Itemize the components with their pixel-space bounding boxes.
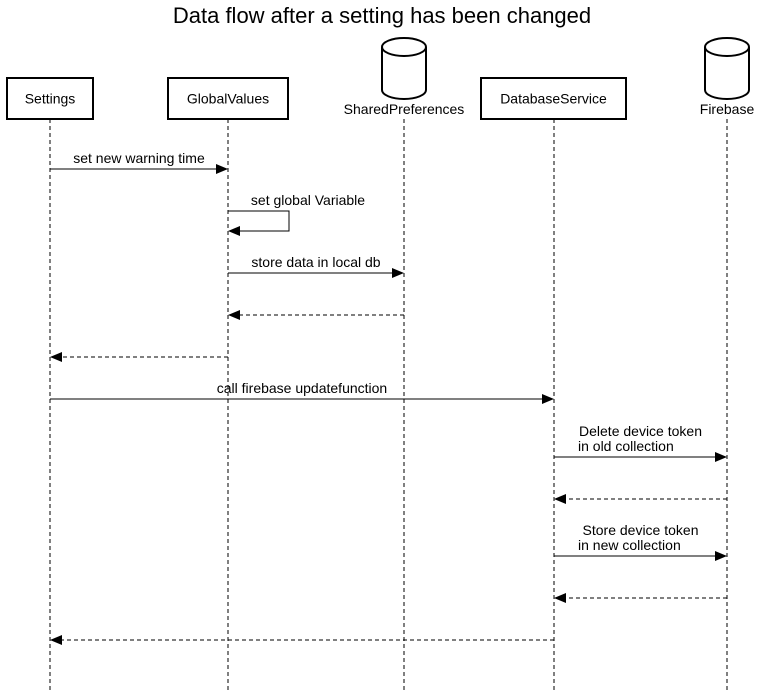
message-label: in old collection — [578, 438, 674, 454]
message-1: set new warning time — [50, 150, 228, 174]
diagram-title: Data flow after a setting has been chang… — [173, 3, 591, 28]
message-label: Store device token — [583, 522, 699, 538]
messages: set new warning time set global Variable s… — [50, 150, 727, 645]
participant-label: Settings — [25, 91, 76, 107]
participant-sharedprefs: SharedPreferences — [344, 37, 465, 117]
participant-box — [480, 77, 627, 120]
self-message-arrow — [228, 210, 290, 236]
lifelines — [49, 119, 728, 693]
message-2: set global Variable — [228, 192, 365, 236]
participant-label: DatabaseService — [500, 91, 607, 107]
message-3: store data in local db — [228, 254, 404, 278]
participant-box — [6, 77, 94, 120]
message-label: set global Variable — [251, 192, 365, 208]
database-icon — [381, 37, 427, 100]
message-label: store data in local db — [251, 254, 380, 270]
database-icon — [704, 37, 750, 100]
message-label: in new collection — [578, 537, 681, 553]
participant-box — [167, 77, 289, 120]
participant-firebase: Firebase — [700, 37, 755, 117]
participant-label: SharedPreferences — [344, 101, 465, 117]
participant-dbservice: DatabaseService — [480, 77, 627, 120]
message-label: call firebase updatefunction — [217, 380, 387, 396]
participant-label: GlobalValues — [187, 91, 269, 107]
participant-label: Firebase — [700, 101, 755, 117]
participant-globalvalues: GlobalValues — [167, 77, 289, 120]
message-6: call firebase updatefunction — [50, 380, 554, 404]
message-label: set new warning time — [73, 150, 205, 166]
message-label: Delete device token — [579, 423, 702, 439]
participant-settings: Settings — [6, 77, 94, 120]
